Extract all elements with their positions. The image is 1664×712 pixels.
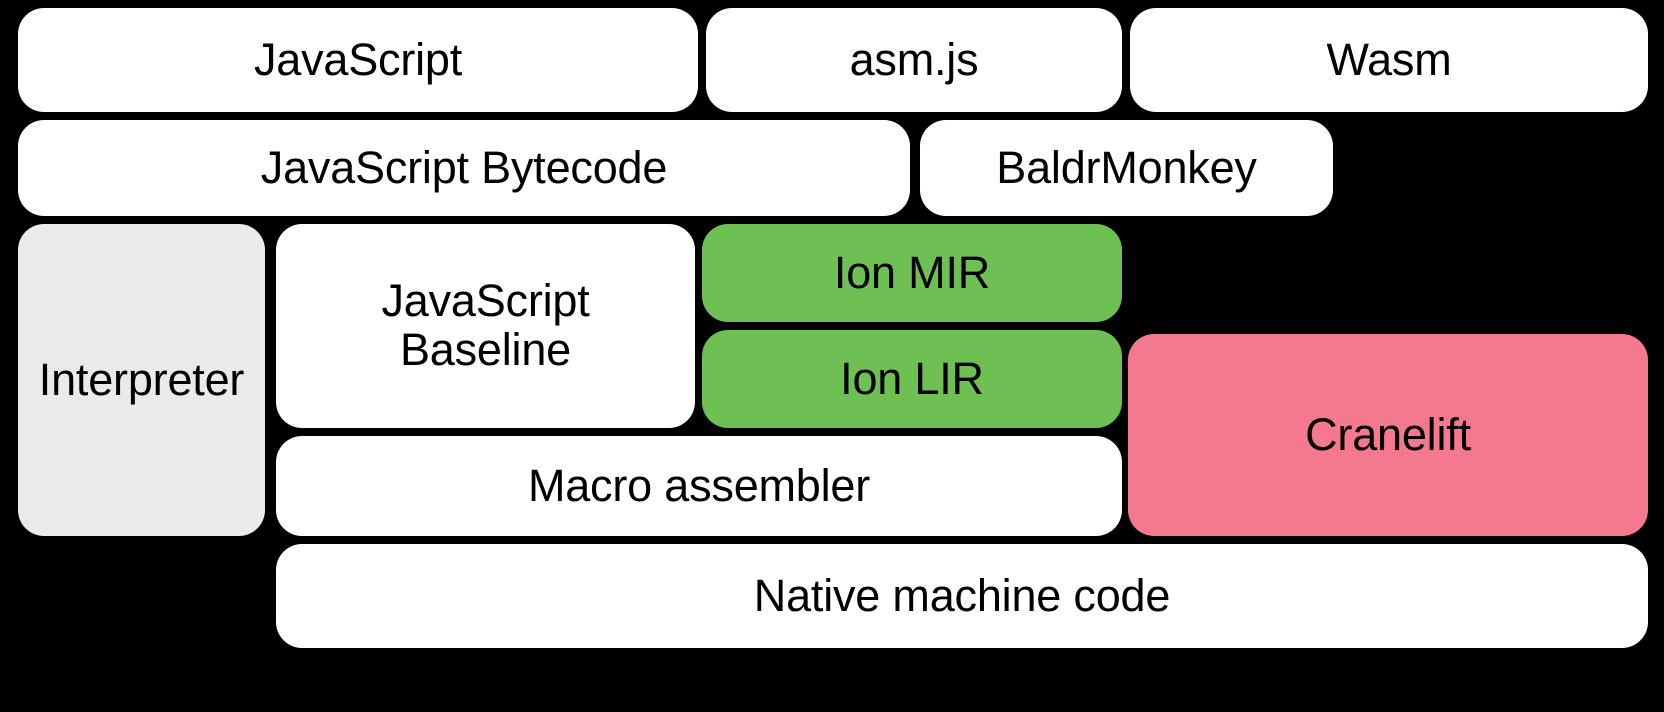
node-label: asm.js [849, 33, 979, 85]
node-javascript-baseline[interactable]: JavaScript Baseline [276, 224, 695, 428]
node-label: Ion MIR [833, 246, 991, 298]
node-label: Cranelift [1305, 408, 1471, 460]
node-native-machine-code[interactable]: Native machine code [276, 544, 1648, 648]
node-macro-assembler[interactable]: Macro assembler [276, 436, 1122, 536]
node-label: JavaScript [253, 33, 463, 85]
node-label: Macro assembler [527, 459, 871, 511]
node-cranelift[interactable]: Cranelift [1128, 334, 1648, 536]
node-label: Interpreter [38, 353, 245, 405]
node-asm-js[interactable]: asm.js [706, 8, 1122, 112]
node-baldrmonkey[interactable]: BaldrMonkey [920, 120, 1333, 216]
node-label: BaldrMonkey [996, 141, 1257, 193]
node-interpreter[interactable]: Interpreter [18, 224, 265, 536]
node-ion-mir[interactable]: Ion MIR [702, 224, 1122, 322]
node-label: Native machine code [753, 569, 1171, 621]
node-wasm[interactable]: Wasm [1130, 8, 1648, 112]
node-javascript[interactable]: JavaScript [18, 8, 698, 112]
node-ion-lir[interactable]: Ion LIR [702, 330, 1122, 428]
node-label: JavaScript Bytecode [260, 141, 668, 193]
node-label: Wasm [1326, 33, 1452, 85]
node-javascript-bytecode[interactable]: JavaScript Bytecode [18, 120, 910, 216]
node-label: Ion LIR [840, 352, 984, 404]
node-label: JavaScript Baseline [381, 275, 590, 375]
